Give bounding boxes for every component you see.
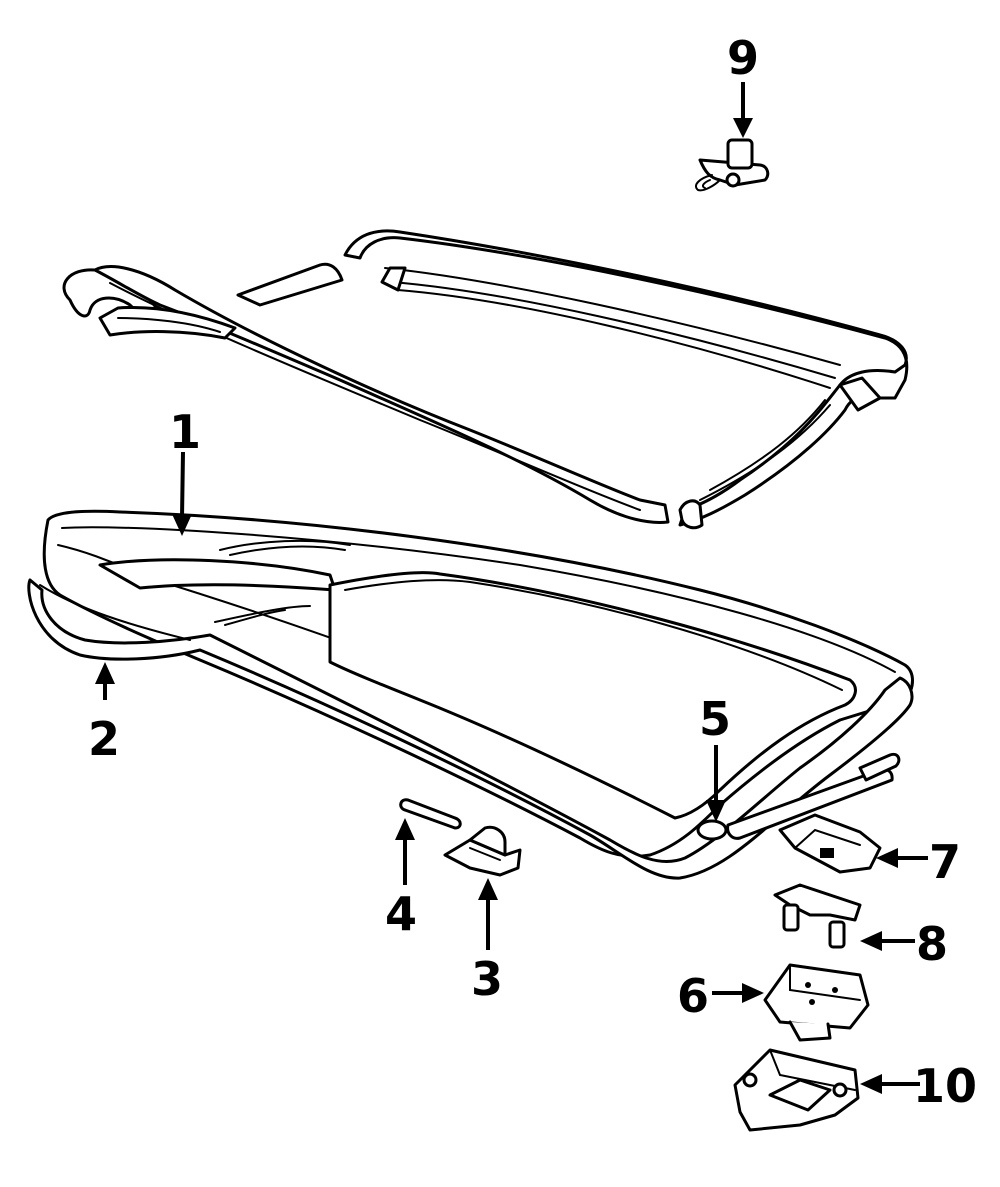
latch-base-part bbox=[733, 1048, 860, 1132]
clip-part bbox=[443, 825, 522, 877]
latch-part bbox=[778, 813, 882, 874]
callout-5: 5 bbox=[699, 692, 731, 746]
callout-8: 8 bbox=[916, 917, 948, 971]
hinge-bracket-part bbox=[694, 138, 770, 192]
glass-seal-part bbox=[27, 578, 914, 880]
callout-1: 1 bbox=[169, 405, 201, 459]
gas-strut-part bbox=[696, 752, 901, 841]
striker-part bbox=[763, 963, 870, 1042]
callout-2: 2 bbox=[88, 712, 120, 766]
callout-7: 7 bbox=[929, 835, 961, 889]
callout-10: 10 bbox=[913, 1059, 977, 1113]
callout-4: 4 bbox=[385, 887, 417, 941]
upper-frame-part bbox=[62, 229, 909, 530]
callout-6: 6 bbox=[677, 969, 709, 1023]
callout-arrows bbox=[95, 82, 928, 1094]
callout-9: 9 bbox=[727, 31, 759, 85]
rear-glass-panel-part bbox=[42, 509, 914, 858]
callout-3: 3 bbox=[471, 952, 503, 1006]
stud-bracket-part bbox=[773, 883, 862, 949]
pin-part bbox=[399, 798, 462, 830]
